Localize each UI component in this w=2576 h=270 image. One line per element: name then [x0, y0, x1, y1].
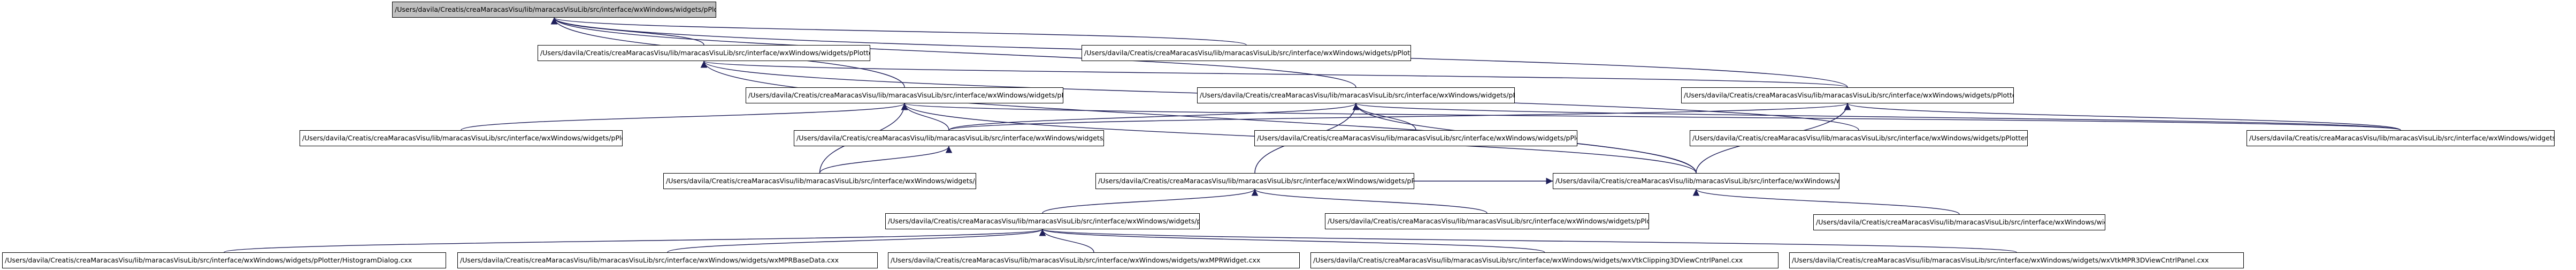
node-pplotterscaley-cxx[interactable]: /Users/davila/Creatis/creaMaracasVisu/li…	[1254, 130, 1577, 146]
node-pgraphicalfunction-h[interactable]: /Users/davila/Creatis/creaMaracasVisu/li…	[538, 45, 870, 61]
node-phistogram-cxx[interactable]: /Users/davila/Creatis/creaMaracasVisu/li…	[663, 173, 976, 189]
node-pplotterwindow-h[interactable]: /Users/davila/Creatis/creaMaracasVisu/li…	[1681, 87, 2014, 103]
node-wxmprbasedata-cxx[interactable]: /Users/davila/Creatis/creaMaracasVisu/li…	[457, 252, 878, 268]
edge-n_graphfunc_h-to-n_layer_h	[550, 17, 704, 46]
edge-n_histdialog_cxx-to-n_histdialog_h	[224, 229, 1046, 253]
node-histogramwidget-h[interactable]: /Users/davila/Creatis/creaMaracasVisu/li…	[1095, 173, 1414, 189]
edge-n_plotter_cxx-to-n_plotter_h	[1692, 189, 1960, 215]
node-pgraphicalfunction-cxx[interactable]: /Users/davila/Creatis/creaMaracasVisu/li…	[1690, 130, 2028, 146]
node-histogramdialog-h[interactable]: /Users/davila/Creatis/creaMaracasVisu/li…	[885, 213, 1200, 229]
node-pplotterlayer-cxx[interactable]: /Users/davila/Creatis/creaMaracasVisu/li…	[1082, 45, 1411, 61]
edge-n_mprwidget_cxx-to-n_histdialog_h	[1039, 229, 1094, 253]
edge-n_histogram_h-to-n_window_h	[948, 103, 1851, 131]
edge-n_window_cxx-to-n_window_h	[1844, 103, 2401, 131]
edge-n_window_cxx-to-n_scalex_h	[902, 103, 2401, 131]
edge-n_histogram_h-to-n_scaley_h	[948, 103, 1359, 131]
edge-n_clipping_cxx-to-n_histdialog_h	[1039, 229, 1545, 253]
node-pplotter-h[interactable]: /Users/davila/Creatis/creaMaracasVisu/li…	[1553, 173, 1839, 189]
edge-n_mpr3d_cxx-to-n_histdialog_h	[1039, 229, 2017, 253]
edge-n_mprbase_cxx-to-n_histdialog_h	[667, 229, 1046, 253]
edge-n_layer_cxx-to-n_layer_h	[551, 17, 1247, 46]
node-wxvtkclipping3dviewcntrlpanel-cxx[interactable]: /Users/davila/Creatis/creaMaracasVisu/li…	[1310, 252, 1778, 268]
include-edges	[224, 17, 2401, 253]
node-pplotterscaley-h[interactable]: /Users/davila/Creatis/creaMaracasVisu/li…	[1197, 87, 1515, 103]
edge-n_histdialog_h-to-n_histwidget_h	[1042, 189, 1259, 214]
node-phistogram-h[interactable]: /Users/davila/Creatis/creaMaracasVisu/li…	[794, 130, 1104, 146]
node-pplotterscalex-cxx[interactable]: /Users/davila/Creatis/creaMaracasVisu/li…	[300, 130, 623, 146]
node-wxmprwidget-cxx[interactable]: /Users/davila/Creatis/creaMaracasVisu/li…	[888, 252, 1300, 268]
edge-n_histwidget_cxx-to-n_histwidget_h	[1251, 189, 1488, 214]
node-pplotterscalex-h[interactable]: /Users/davila/Creatis/creaMaracasVisu/li…	[746, 87, 1063, 103]
edge-n_scalex_cxx-to-n_scalex_h	[461, 103, 908, 131]
edge-n_histogram_h-to-n_scalex_h	[901, 103, 949, 131]
node-pplotterlayer-h[interactable]: /Users/davila/Creatis/creaMaracasVisu/li…	[392, 2, 716, 18]
node-histogramwidget-cxx[interactable]: /Users/davila/Creatis/creaMaracasVisu/li…	[1325, 213, 1649, 229]
node-pplotter-cxx[interactable]: /Users/davila/Creatis/creaMaracasVisu/li…	[1813, 214, 2105, 230]
edge-n_scaley_h-to-n_layer_h	[550, 17, 1356, 88]
node-wxvtkmpr3dviewcntrlpanel-cxx[interactable]: /Users/davila/Creatis/creaMaracasVisu/li…	[1789, 252, 2244, 268]
edge-n_window_cxx-to-n_scaley_h	[1353, 103, 2401, 131]
edge-n_window_h-to-n_graphfunc_h	[701, 61, 1848, 88]
node-pplotterwindow-cxx[interactable]: /Users/davila/Creatis/creaMaracasVisu/li…	[2247, 130, 2555, 146]
node-histogramdialog-cxx[interactable]: /Users/davila/Creatis/creaMaracasVisu/li…	[2, 252, 446, 268]
edge-n_histogram_cxx-to-n_histogram_h	[819, 146, 953, 174]
